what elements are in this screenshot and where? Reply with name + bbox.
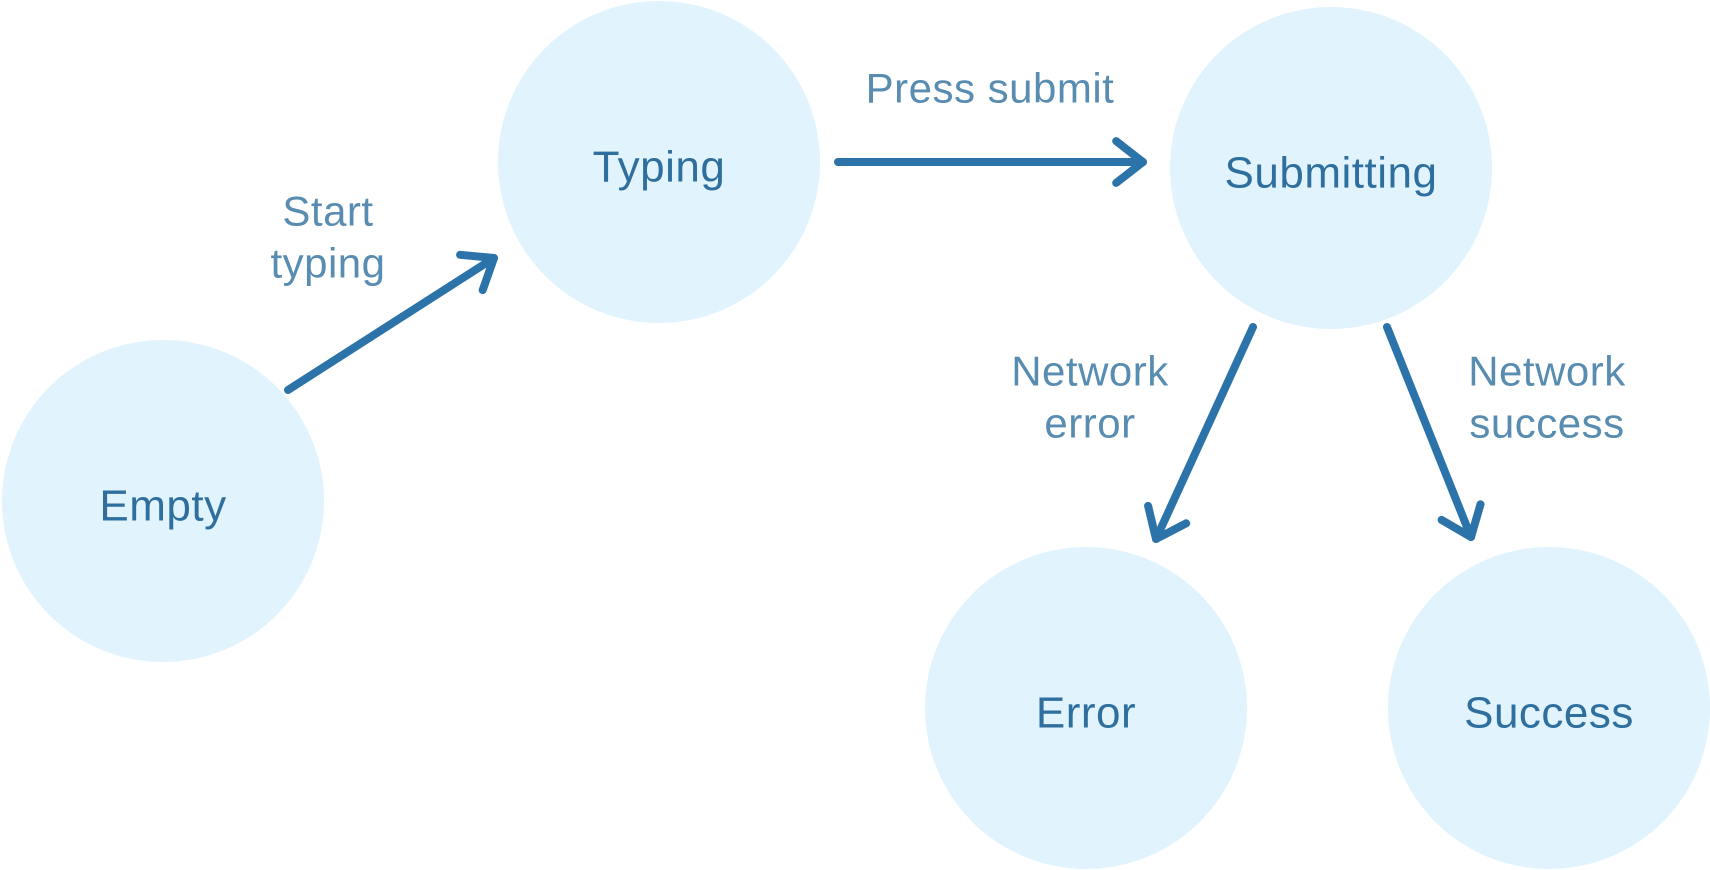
transition-label-line-start-typing-0: Start xyxy=(282,188,373,235)
transition-network-error: Network error xyxy=(1011,323,1257,543)
arrowhead-icon-network-error xyxy=(1144,501,1191,543)
transition-arrow-shaft-network-error xyxy=(1152,323,1257,543)
transition-label-start-typing: Start typing xyxy=(270,188,385,287)
arrowhead-icon-start-typing xyxy=(456,250,498,295)
transition-arrow-shaft-start-typing xyxy=(284,254,498,394)
transition-start-typing: Start typing xyxy=(270,188,498,394)
transition-arrow-shaft-network-success xyxy=(1383,323,1475,541)
state-label-typing: Typing xyxy=(593,143,726,192)
transition-label-line-network-error-1: error xyxy=(1044,400,1135,447)
state-label-empty: Empty xyxy=(99,482,226,531)
transition-label-line-press-submit-0: Press submit xyxy=(866,65,1115,112)
state-circle-typing xyxy=(498,1,820,323)
state-circle-submitting xyxy=(1170,7,1492,329)
transition-label-line-network-error-0: Network xyxy=(1011,348,1169,395)
arrowhead-icon-network-success xyxy=(1437,500,1485,541)
state-node-submitting: Submitting xyxy=(1170,7,1492,329)
transition-label-line-network-success-0: Network xyxy=(1468,348,1626,395)
state-label-error: Error xyxy=(1036,689,1136,738)
state-circle-empty xyxy=(2,340,324,662)
transition-label-network-success: Network success xyxy=(1468,348,1626,447)
transition-press-submit: Press submit xyxy=(834,65,1147,187)
state-node-typing: Typing xyxy=(498,1,820,323)
state-node-success: Success xyxy=(1388,547,1710,869)
transition-network-success: Network success xyxy=(1383,323,1626,541)
transition-label-line-network-success-1: success xyxy=(1469,400,1624,447)
state-node-empty: Empty xyxy=(2,340,324,662)
state-label-success: Success xyxy=(1464,689,1634,738)
arrowhead-icon-press-submit xyxy=(1112,137,1147,187)
transition-label-press-submit: Press submit xyxy=(866,65,1115,112)
transition-label-line-start-typing-1: typing xyxy=(270,240,385,287)
state-circle-success xyxy=(1388,547,1710,869)
state-circle-error xyxy=(925,547,1247,869)
state-label-submitting: Submitting xyxy=(1225,149,1438,198)
state-node-error: Error xyxy=(925,547,1247,869)
transition-label-network-error: Network error xyxy=(1011,348,1169,447)
